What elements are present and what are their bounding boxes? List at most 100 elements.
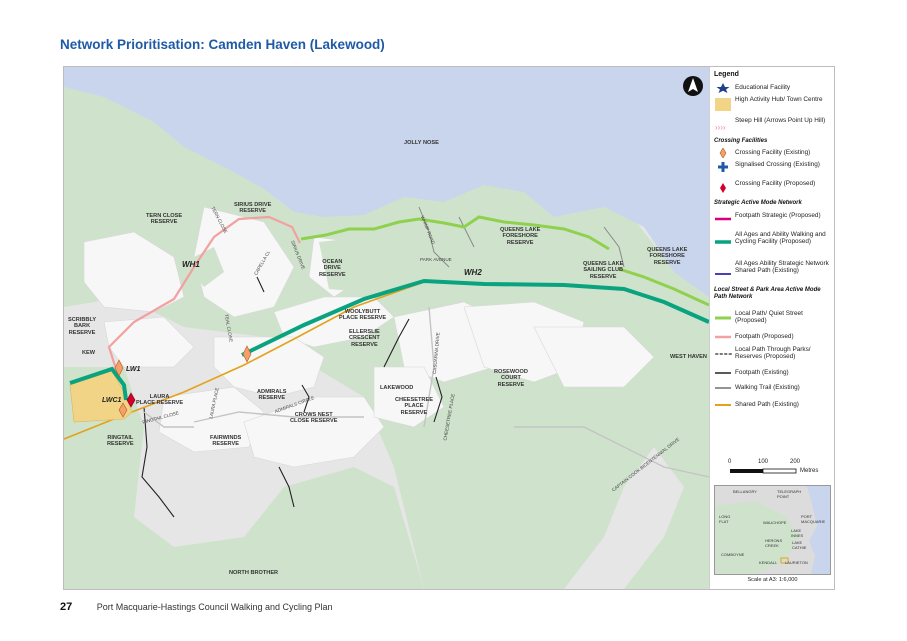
steep-hill-arrows-icon: ›››› [715, 123, 726, 132]
inset-label-herons-creek: HERONS CREEK [765, 538, 783, 548]
inset-map-graphic [715, 486, 830, 574]
label-cheesetree-place-reserve: CHEESETREE PLACE RESERVE [395, 397, 433, 416]
label-queens-lake-sailing-club-reserve: QUEENS LAKE SAILING CLUB RESERVE [583, 261, 624, 280]
educational-facility-icon [716, 83, 730, 93]
map-scale-note: Scale at A3: 1:6,000 [747, 577, 798, 583]
label-queens-lake-foreshore-reserve: QUEENS LAKE FORESHORE RESERVE [500, 227, 541, 246]
road-network [143, 306, 709, 478]
crossing-existing-south[interactable] [118, 402, 128, 418]
label-scribbly-bark-reserve: SCRIBBLY BARK RESERVE [68, 317, 97, 336]
road-label-park-avenue: PARK AVENUE [420, 257, 452, 262]
page-number: 27 [60, 601, 73, 613]
legend-heading-crossing-facilities: Crossing Facilities [714, 138, 768, 144]
inset-label-laurieton: LAURIETON [785, 560, 808, 565]
inset-label-bellangry: BELLANGRY [733, 489, 757, 494]
footpath-proposed-route-wh1 [107, 215, 301, 370]
inset-label-comboyne: COMBOYNE [721, 552, 745, 557]
inset-label-lake-cathie: LAKE CATHIE [792, 540, 807, 550]
label-jolly-nose: JOLLY NOSE [404, 140, 439, 146]
inset-label-lake-innes: LAKE INNES [791, 528, 804, 538]
inset-locator-map[interactable]: BELLANGRY TELEGRAPH POINT LONG FLAT WAUC… [714, 485, 831, 575]
legend-heading-local-network: Local Street & Park Area Active Mode Pat… [714, 287, 821, 300]
route-label-wh1[interactable]: WH1 [182, 260, 200, 269]
legend-educational-facility: Educational Facility [735, 84, 791, 91]
all-ages-route-lwc1 [69, 366, 128, 401]
pocket-reserve [184, 247, 224, 287]
scale-tick-100: 100 [758, 459, 769, 465]
local-path-proposed [300, 215, 610, 251]
label-woolybutt-place-reserve: WOOLYBUTT PLACE RESERVE [339, 309, 387, 322]
crossing-proposed-icon [720, 183, 726, 193]
walking-trail-swatch [715, 387, 731, 389]
crossing-existing-wh2-west[interactable] [242, 345, 252, 363]
scale-tick-0: 0 [728, 459, 732, 465]
page-footer: 27 Port Macquarie-Hastings Council Walki… [60, 601, 333, 613]
inset-label-long-flat: LONG FLAT [719, 514, 731, 524]
existing-footpaths [141, 276, 443, 518]
label-fairwinds-reserve: FAIRWINDS RESERVE [210, 435, 242, 448]
signalised-crossing-icon [718, 162, 728, 172]
crossing-existing-lw1[interactable] [114, 359, 124, 377]
scale-unit: Metres [800, 468, 819, 474]
all-ages-swatch [715, 240, 731, 244]
shared-path-strategic-swatch [715, 273, 731, 275]
legend-footpath-proposed: Footpath (Proposed) [735, 333, 794, 340]
park-path-dotted-swatch [715, 353, 732, 355]
inset-label-wauchope: WAUCHOPE [763, 520, 787, 525]
page-title: Network Prioritisation: Camden Haven (La… [60, 37, 385, 52]
label-crows-nest-close-reserve: CROWS NEST CLOSE RESERVE [290, 412, 338, 425]
high-activity-hub-swatch [715, 98, 731, 111]
local-path-east [618, 267, 709, 307]
route-label-lw1[interactable]: LW1 [126, 366, 141, 373]
label-lakewood: LAKEWOOD [380, 385, 414, 391]
legend-title: Legend [714, 71, 739, 78]
legend-walking-trail: Walking Trail (Existing) [735, 384, 800, 391]
footer-document-title: Port Macquarie-Hastings Council Walking … [96, 602, 333, 612]
north-arrow-icon [683, 76, 703, 96]
map-legend: Legend Educational Facility High Activit… [709, 67, 834, 589]
legend-all-ages-shared-existing: All Ages Ability Strategic Network Share… [735, 260, 829, 275]
map-frame[interactable]: JOLLY NOSE TERN CLOSE RESERVE SIRIUS DRI… [63, 66, 835, 590]
scale-bar: 0 100 200 Metres [728, 459, 828, 479]
water-body [64, 67, 709, 297]
shared-path-existing-swatch [715, 404, 731, 406]
footpath-strategic-swatch [715, 217, 731, 221]
route-label-lwc1[interactable]: LWC1 [102, 397, 122, 404]
legend-heading-strategic-network: Strategic Active Mode Network [714, 200, 802, 206]
legend-footpath-strategic: Footpath Strategic (Proposed) [735, 212, 821, 219]
scale-bar-graphic [730, 468, 797, 474]
label-ringtail-reserve: RINGTAIL RESERVE [107, 435, 134, 448]
legend-footpath-existing: Footpath (Existing) [735, 369, 789, 376]
label-tern-close-reserve: TERN CLOSE RESERVE [146, 213, 183, 226]
footpath-existing-swatch [715, 372, 731, 374]
svg-text:››››: ›››› [715, 123, 726, 132]
legend-signalised-crossing: Signalised Crossing (Existing) [735, 161, 820, 168]
all-ages-route-wh2 [241, 278, 709, 357]
legend-park-path-proposed: Local Path Through Parks/ Reserves (Prop… [735, 346, 811, 361]
crossing-proposed-lwc1[interactable] [126, 392, 136, 408]
label-ocean-drive-reserve: OCEAN DRIVE RESERVE [319, 259, 346, 278]
inset-label-kendall: KENDALL [759, 560, 778, 565]
legend-crossing-proposed: Crossing Facility (Proposed) [735, 180, 816, 187]
local-path-swatch [715, 316, 731, 320]
legend-steep-hill: Steep Hill (Arrows Point Up Hill) [735, 117, 826, 124]
label-ellerslie-crescent-reserve: ELLERSLIE CRESCENT RESERVE [349, 329, 380, 348]
label-kew: KEW [82, 350, 96, 356]
inset-label-telegraph-point: TELEGRAPH POINT [777, 489, 802, 499]
label-rosewood-court-reserve: ROSEWOOD COURT RESERVE [494, 369, 528, 388]
label-sirius-drive-reserve: SIRIUS DRIVE RESERVE [234, 202, 272, 215]
route-label-wh2[interactable]: WH2 [464, 268, 482, 277]
map-canvas[interactable] [64, 67, 709, 589]
scale-tick-200: 200 [790, 459, 801, 465]
legend-shared-path-existing: Shared Path (Existing) [735, 401, 799, 408]
crossing-existing-icon [719, 148, 727, 158]
ocean-drive-reserve-area [319, 237, 384, 292]
label-west-haven: WEST HAVEN [670, 354, 707, 360]
reserve-lower-left [64, 367, 424, 589]
label-north-brother: NORTH BROTHER [229, 570, 279, 576]
legend-local-path: Local Path/ Quiet Street (Proposed) [735, 310, 803, 325]
label-admirals-reserve: ADMIRALS RESERVE [257, 389, 287, 402]
legend-all-ages-proposed: All Ages and Ability Walking and Cycling… [735, 231, 826, 246]
legend-crossing-existing: Crossing Facility (Existing) [735, 149, 811, 156]
legend-high-activity-hub: High Activity Hub/ Town Centre [735, 96, 823, 103]
